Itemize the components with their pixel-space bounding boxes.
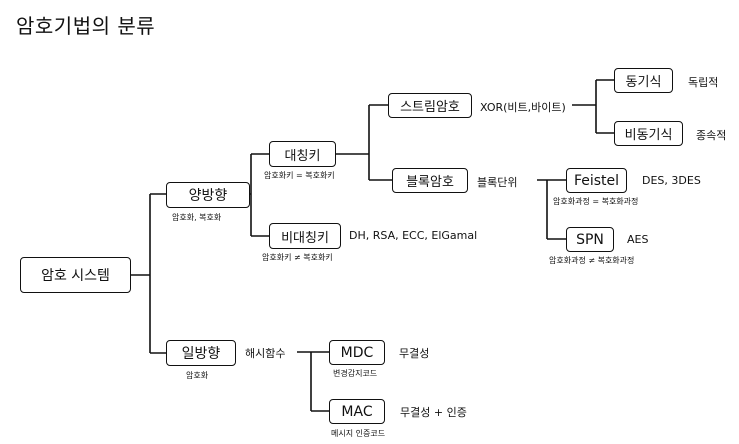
feistel-note: DES, 3DES — [642, 174, 701, 187]
mac-note: 무결성 + 인증 — [400, 406, 467, 419]
asymmetric-key-caption: 암호화키 ≠ 복호화키 — [262, 253, 333, 262]
asynchronous-note: 종속적 — [696, 129, 727, 142]
spn-note: AES — [627, 233, 649, 246]
mac-node: MAC — [329, 399, 385, 424]
hash-function-note: 해시함수 — [245, 347, 286, 360]
feistel-caption: 암호화과정 = 복호화과정 — [553, 197, 639, 206]
mdc-note: 무결성 — [399, 347, 430, 360]
symmetric-key-node: 대칭키 — [269, 141, 336, 167]
one-way-node: 일방향 — [166, 340, 236, 366]
mdc-caption: 변경감지코드 — [333, 369, 378, 378]
mac-caption: 메시지 인증코드 — [331, 429, 386, 438]
synchronous-node: 동기식 — [614, 68, 673, 93]
asymmetric-key-node: 비대칭키 — [269, 223, 341, 249]
block-cipher-note: 블록단위 — [477, 176, 518, 189]
symmetric-key-caption: 암호화키 = 복호화키 — [264, 171, 335, 180]
stream-cipher-note: XOR(비트,바이트) — [480, 101, 566, 114]
spn-caption: 암호화과정 ≠ 복호화과정 — [549, 256, 635, 265]
two-way-node: 양방향 — [166, 182, 250, 208]
asymmetric-algorithms-note: DH, RSA, ECC, ElGamal — [349, 229, 478, 242]
mdc-node: MDC — [329, 340, 385, 365]
stream-cipher-node: 스트림암호 — [388, 93, 472, 118]
feistel-node: Feistel — [566, 168, 627, 193]
spn-node: SPN — [566, 227, 614, 252]
two-way-caption: 암호화, 복호화 — [172, 213, 222, 222]
synchronous-note: 독립적 — [688, 76, 719, 89]
one-way-caption: 암호화 — [186, 371, 209, 380]
page-title: 암호기법의 분류 — [16, 14, 156, 38]
asynchronous-node: 비동기식 — [614, 121, 683, 146]
root-node: 암호 시스템 — [20, 257, 131, 293]
block-cipher-node: 블록암호 — [392, 168, 468, 193]
